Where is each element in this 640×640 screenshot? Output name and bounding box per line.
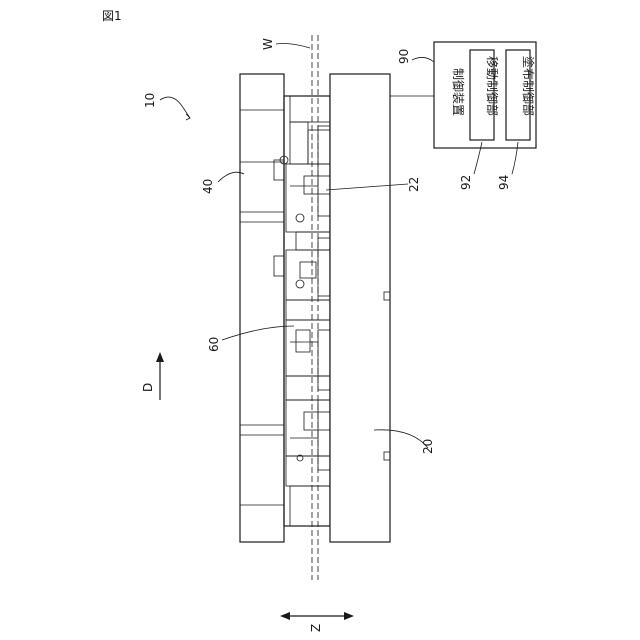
coat-control-label: 塗布制御部	[521, 56, 536, 116]
svg-text:Z: Z	[309, 624, 323, 632]
control-device-box: 制御装置 移動制御部 塗布制御部	[434, 42, 536, 148]
direction-z-arrow: Z	[280, 612, 354, 632]
svg-text:22: 22	[407, 177, 421, 192]
move-control-label: 移動制御部	[485, 56, 500, 116]
ref-W: W	[261, 38, 310, 50]
svg-text:90: 90	[397, 49, 411, 64]
svg-text:40: 40	[201, 179, 215, 194]
ref-94: 94	[497, 142, 518, 190]
ref-90: 90	[397, 49, 434, 64]
figure-label: 図1	[102, 9, 122, 23]
ref-10: 10	[143, 93, 190, 120]
svg-text:D: D	[141, 383, 155, 392]
ref-40: 40	[201, 172, 244, 194]
support-block-40	[240, 74, 284, 542]
workpiece-strip	[312, 35, 318, 580]
svg-text:W: W	[261, 38, 275, 50]
svg-text:92: 92	[459, 175, 473, 190]
ref-92: 92	[459, 142, 482, 190]
control-device-label: 制御装置	[451, 68, 466, 116]
coating-block-20	[330, 74, 390, 542]
svg-text:60: 60	[207, 337, 221, 352]
svg-text:94: 94	[497, 175, 511, 190]
svg-text:20: 20	[421, 439, 435, 454]
svg-text:10: 10	[143, 93, 157, 108]
direction-d-arrow: D	[141, 352, 164, 400]
